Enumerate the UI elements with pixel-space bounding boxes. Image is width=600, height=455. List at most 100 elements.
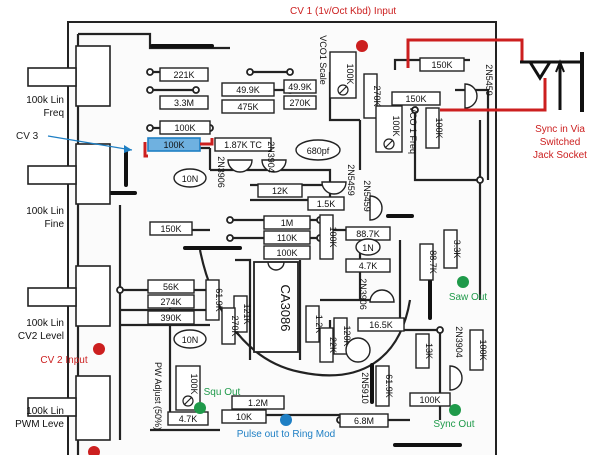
squ-out-label: Squ Out	[204, 387, 241, 398]
svg-text:100K: 100K	[276, 248, 297, 258]
cv2-input-label: CV 2 Input	[40, 355, 87, 366]
svg-text:49.9K: 49.9K	[288, 82, 312, 92]
svg-text:61.9K: 61.9K	[214, 288, 224, 312]
cv3-wire	[143, 138, 214, 158]
sync-out-dot[interactable]	[449, 404, 461, 416]
resistor-4-7k-b: 4.7K	[167, 411, 209, 426]
svg-text:270K: 270K	[289, 98, 310, 108]
svg-text:13K: 13K	[424, 343, 434, 359]
svg-text:100K: 100K	[434, 117, 444, 138]
svg-text:1.87K TC: 1.87K TC	[224, 140, 262, 150]
svg-text:270K: 270K	[230, 315, 240, 336]
resistor-100k: 100K	[159, 120, 211, 135]
trimmer-label: VCO 1 Freq	[408, 106, 418, 154]
svg-text:16.5K: 16.5K	[369, 320, 393, 330]
svg-text:2N3906: 2N3906	[216, 156, 226, 188]
resistor-61-9k-a: 61.9K	[205, 279, 224, 321]
cv1-input-label: CV 1 (1v/Oct Kbd) Input	[290, 6, 396, 17]
sync-wire-bottom	[440, 78, 547, 112]
pot-label-2: Freq	[43, 108, 64, 119]
trimmer-vco1-freq[interactable]: 100K VCO 1 Freq	[375, 105, 418, 154]
svg-text:49.9K: 49.9K	[236, 85, 260, 95]
svg-text:150K: 150K	[405, 94, 426, 104]
pot-label-2: Fine	[45, 219, 65, 230]
svg-text:88.7K: 88.7K	[356, 229, 380, 239]
svg-text:2N3906: 2N3906	[358, 278, 368, 310]
saw-out-dot[interactable]	[457, 276, 469, 288]
svg-text:2N3904: 2N3904	[266, 141, 276, 173]
svg-text:61.9K: 61.9K	[384, 374, 394, 398]
resistor-1-2m: 1.2M	[231, 395, 285, 410]
svg-text:150K: 150K	[431, 60, 452, 70]
resistor-10k: 10K	[221, 409, 267, 424]
svg-text:10N: 10N	[182, 335, 199, 345]
squ-out-dot[interactable]	[194, 402, 206, 414]
resistor-49-9k-b: 49.9K	[283, 79, 317, 94]
resistor-110k: 110K	[263, 230, 311, 245]
pot-pwm-level[interactable]: 100k Lin PWM Leve	[15, 375, 111, 441]
svg-text:6.8M: 6.8M	[354, 416, 374, 426]
resistor-3-3k: 3.3K	[443, 229, 462, 269]
resistors-vertical: 270K 100K 100K 3.3K 88.7K 61.9K 121K 270…	[205, 73, 488, 407]
svg-text:221K: 221K	[173, 70, 194, 80]
resistor-390k: 390K	[147, 310, 195, 325]
resistor-3-3m: 3.3M	[159, 95, 209, 110]
cv1-input-dot[interactable]	[356, 40, 368, 52]
svg-text:4.7K: 4.7K	[359, 261, 378, 271]
resistor-6-8m: 6.8M	[339, 413, 389, 428]
pot-label-1: 100k Lin	[26, 406, 64, 417]
resistor-120k: 120K	[333, 317, 352, 355]
transistor-2n5459-c: 2N5459	[362, 180, 383, 221]
transistor-2n3904-b: 2N3904	[449, 326, 464, 391]
trimmer-vco1-scale[interactable]: 100K VCO1 Scale	[318, 35, 357, 99]
trimmer-pw-adjust[interactable]: 100K PW Adjust (50%)	[153, 362, 201, 430]
svg-text:100K: 100K	[163, 140, 184, 150]
resistor-221k: 221K	[159, 67, 209, 82]
resistor-100k-c: 100K	[319, 214, 338, 260]
svg-text:680pf: 680pf	[307, 146, 330, 156]
pot-fine[interactable]: 100k Lin Fine	[26, 143, 111, 230]
svg-text:120K: 120K	[342, 325, 352, 346]
transistor-2n5910: 2N5910	[345, 337, 371, 404]
resistor-475k: 475K	[221, 99, 275, 114]
resistors-horizontal: 221K 3.3M 100K 100K 49.9K 475K 1.87K TC …	[147, 57, 465, 428]
resistor-16-5k: 16.5K	[357, 317, 405, 332]
svg-text:121K: 121K	[242, 303, 252, 324]
transistor-2n3904-a: 2N3904	[261, 141, 287, 173]
resistor-88-7k-b: 88.7K	[419, 243, 438, 281]
cv3-arrowhead-icon	[124, 145, 132, 153]
svg-text:100K: 100K	[328, 226, 338, 247]
svg-text:10K: 10K	[236, 412, 252, 422]
svg-text:274K: 274K	[160, 297, 181, 307]
svg-text:4.7K: 4.7K	[179, 414, 198, 424]
ic-ca3086: CA3086	[253, 261, 299, 353]
resistor-1-5k: 1.5K	[307, 196, 345, 211]
svg-text:10N: 10N	[182, 174, 199, 184]
resistor-150k-a: 150K	[419, 57, 465, 72]
pot-cv2-level[interactable]: 100k Lin CV2 Level	[18, 265, 111, 342]
cap-10n-b: 10N	[173, 329, 207, 349]
pot-freq[interactable]: 100k Lin Freq	[26, 45, 111, 119]
resistor-13k: 13K	[415, 333, 434, 369]
svg-text:CA3086: CA3086	[278, 285, 293, 332]
pwm-input-dot[interactable]	[88, 446, 100, 455]
resistor-1-2k: 1.2K	[305, 305, 324, 343]
svg-text:88.7K: 88.7K	[428, 250, 438, 274]
svg-text:2N3904: 2N3904	[454, 326, 464, 358]
svg-text:56K: 56K	[163, 282, 179, 292]
resistor-270k-a: 270K	[283, 95, 317, 110]
pulse-out-dot[interactable]	[280, 414, 292, 426]
pot-label-1: 100k Lin	[26, 206, 64, 217]
svg-text:1.5K: 1.5K	[317, 199, 336, 209]
resistor-150k-c: 150K	[149, 221, 193, 236]
cv2-input-dot[interactable]	[93, 343, 105, 355]
svg-text:2N5459: 2N5459	[484, 64, 494, 96]
resistor-100k-b: 100K	[263, 245, 311, 260]
resistor-270k-b: 270K	[363, 73, 382, 119]
resistor-4-7k-a: 4.7K	[345, 258, 391, 273]
resistor-56k: 56K	[147, 279, 195, 294]
svg-text:1M: 1M	[281, 218, 294, 228]
svg-text:22K: 22K	[328, 337, 338, 353]
